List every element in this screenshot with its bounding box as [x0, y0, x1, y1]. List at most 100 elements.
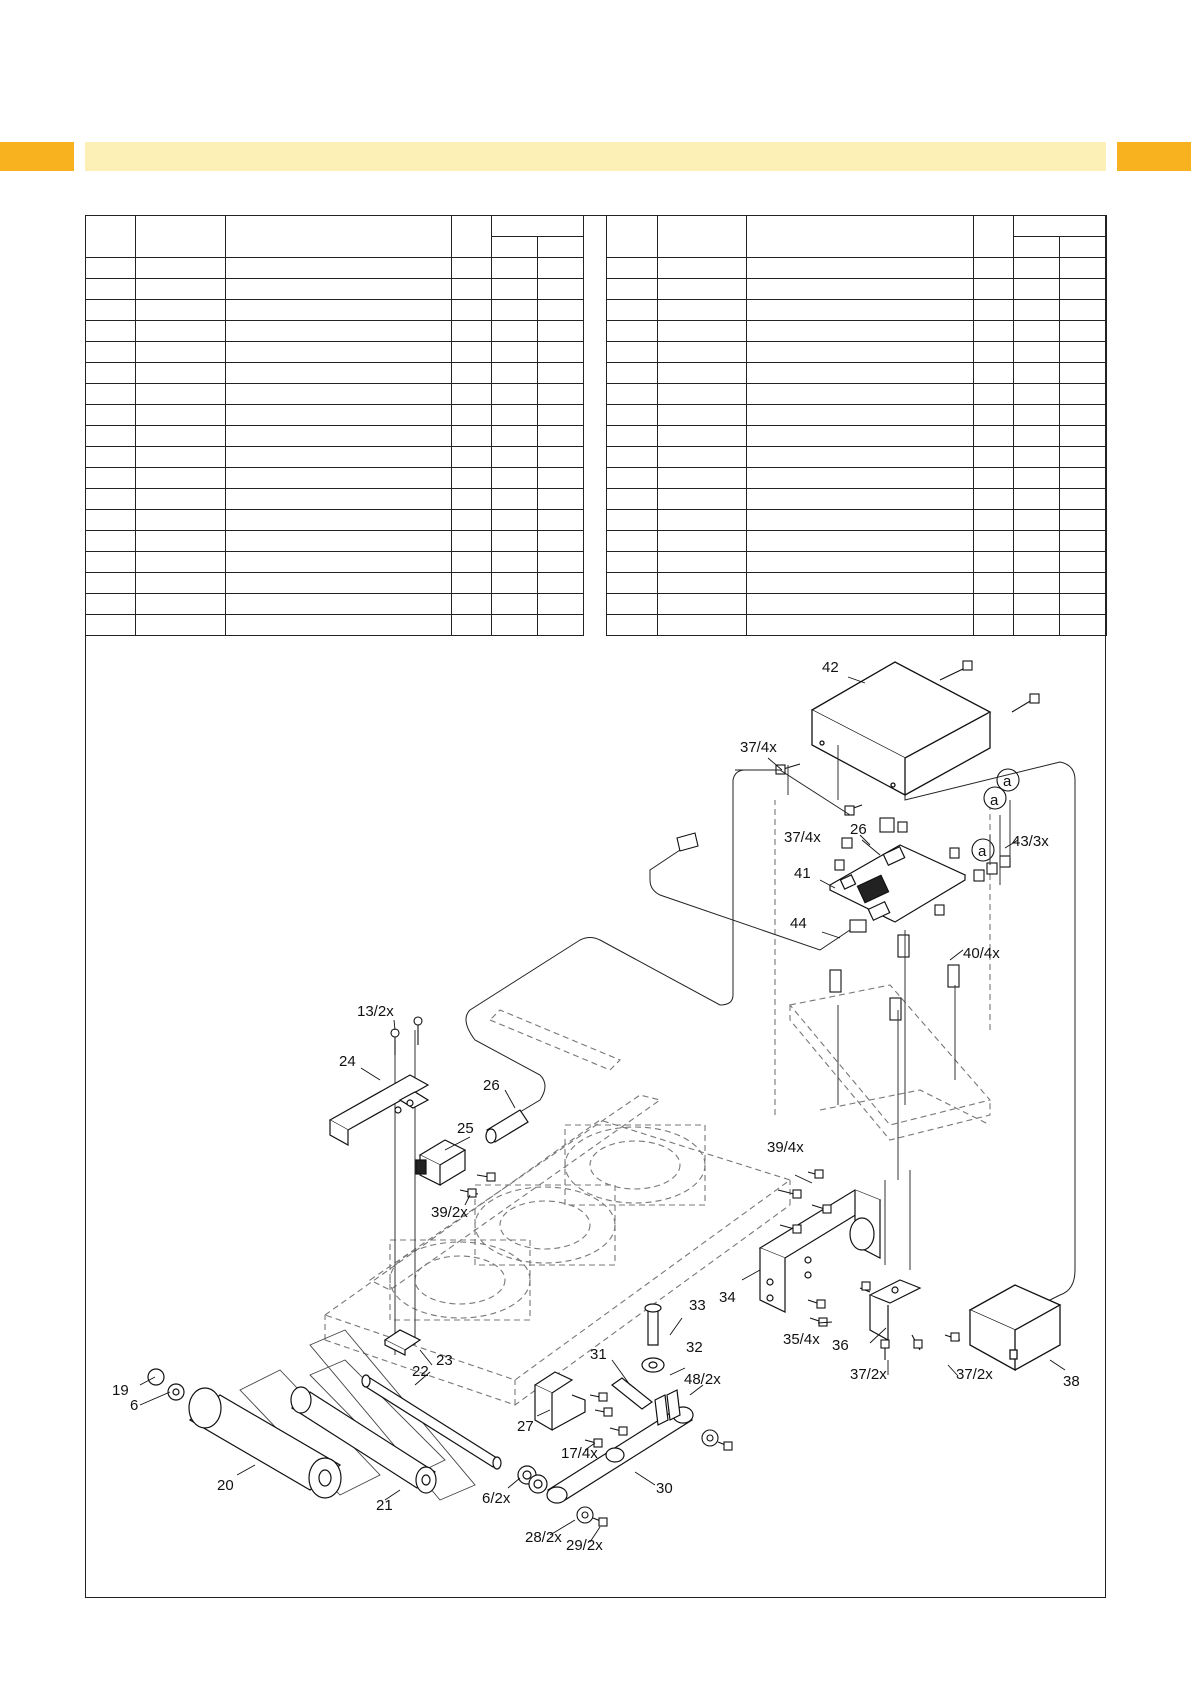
callout-43-3x: 43/3x — [1012, 833, 1049, 850]
callout-24: 24 — [339, 1053, 356, 1070]
callout-27: 27 — [517, 1418, 534, 1435]
header-cell — [225, 215, 452, 258]
sensor-block — [415, 1139, 467, 1186]
callout-6: 6 — [130, 1397, 138, 1414]
table-header-row — [85, 215, 584, 258]
callout-39-4x: 39/4x — [767, 1139, 804, 1156]
callout-a-3: a — [1003, 773, 1012, 790]
table-row — [606, 614, 1107, 636]
roller-20 — [188, 1387, 342, 1499]
base-frame-phantom — [323, 1009, 792, 1406]
callout-42: 42 — [822, 659, 839, 676]
callout-26-a: 26 — [850, 821, 867, 838]
drawing-frame — [85, 215, 1106, 1598]
table-row — [606, 551, 1107, 573]
plate-23 — [383, 1329, 422, 1356]
table-header-row — [606, 215, 1107, 258]
bracket-27 — [533, 1371, 586, 1432]
callout-33: 33 — [689, 1297, 706, 1314]
callout-32: 32 — [686, 1339, 703, 1356]
angle-bracket-36 — [868, 1279, 922, 1342]
table-row — [606, 404, 1107, 426]
callout-37-2x-a: 37/2x — [850, 1366, 887, 1383]
callout-29-2x: 29/2x — [566, 1537, 603, 1554]
cover-box — [810, 661, 992, 797]
callout-a-2: a — [990, 792, 999, 809]
parts-table-right — [606, 215, 1107, 636]
callout-28-2x: 28/2x — [525, 1529, 562, 1546]
table-row — [606, 299, 1107, 321]
header-cell — [451, 215, 492, 258]
header-cell — [746, 215, 974, 258]
cable — [465, 761, 1076, 1306]
table-row — [85, 341, 584, 363]
callout-37-4x-a: 37/4x — [740, 739, 777, 756]
parts-table-left — [85, 215, 584, 636]
side-plate — [758, 1189, 882, 1313]
callout-21: 21 — [376, 1497, 393, 1514]
callout-26-b: 26 — [483, 1077, 500, 1094]
screws-right — [777, 1169, 961, 1360]
table-row — [85, 362, 584, 384]
lever-30 — [546, 1406, 694, 1504]
table-row — [606, 341, 1107, 363]
table-row — [85, 404, 584, 426]
callout-40-4x: 40/4x — [963, 945, 1000, 962]
callout-30: 30 — [656, 1480, 673, 1497]
roller-21 — [290, 1386, 437, 1494]
table-row — [85, 446, 584, 468]
accent-bar-left — [0, 142, 74, 171]
screws-left — [390, 1016, 496, 1198]
callout-a-1: a — [978, 843, 987, 860]
callout-6-2x: 6/2x — [482, 1490, 511, 1507]
callout-17-4x: 17/4x — [561, 1445, 598, 1462]
plug-connector — [676, 832, 699, 852]
callout-23: 23 — [436, 1352, 453, 1369]
table-row — [85, 488, 584, 510]
callout-36: 36 — [832, 1337, 849, 1354]
callout-41: 41 — [794, 865, 811, 882]
callout-37-2x-b: 37/2x — [956, 1366, 993, 1383]
callout-35-4x: 35/4x — [783, 1331, 820, 1348]
cover-screws — [775, 660, 1040, 816]
cylindrical-sensor — [485, 1109, 529, 1144]
callout-22: 22 — [412, 1363, 429, 1380]
board-standoffs — [829, 821, 960, 1021]
table-row — [85, 320, 584, 342]
callout-20: 20 — [217, 1477, 234, 1494]
callout-39-2x: 39/2x — [431, 1204, 468, 1221]
table-row — [606, 572, 1107, 594]
table-row — [85, 278, 584, 300]
table-row — [606, 320, 1107, 342]
control-board — [828, 844, 967, 923]
pin-31-spring-33 — [610, 1303, 681, 1426]
table-row — [606, 278, 1107, 300]
assembly-lines — [394, 745, 1011, 1355]
table-header-row — [86, 236, 584, 258]
table-cell — [1059, 614, 1107, 636]
screws-lever — [576, 1392, 733, 1527]
table-row — [606, 509, 1107, 531]
callout-19: 19 — [112, 1382, 129, 1399]
callout-48-2x: 48/2x — [684, 1371, 721, 1388]
callout-38: 38 — [1063, 1373, 1080, 1390]
table-row — [606, 362, 1107, 384]
table-row — [606, 446, 1107, 468]
accent-bar-right — [1117, 142, 1191, 171]
callout-44: 44 — [790, 915, 807, 932]
table-row — [85, 299, 584, 321]
callout-labels: 42 37/4x 26 37/4x a a a 43/3x 41 44 40/4… — [112, 659, 1080, 1554]
retaining-ring-washer — [147, 1368, 548, 1494]
callout-34: 34 — [719, 1289, 736, 1306]
sensor-bracket — [328, 1074, 430, 1147]
header-band — [85, 142, 1106, 171]
callout-25: 25 — [457, 1120, 474, 1137]
callout-13-2x: 13/2x — [357, 1003, 394, 1020]
table-row — [606, 530, 1107, 552]
callout-37-4x-b: 37/4x — [784, 829, 821, 846]
small-connectors — [841, 768, 1020, 933]
motor-38 — [968, 1284, 1062, 1372]
table-cell — [537, 614, 584, 636]
table-row — [85, 509, 584, 531]
